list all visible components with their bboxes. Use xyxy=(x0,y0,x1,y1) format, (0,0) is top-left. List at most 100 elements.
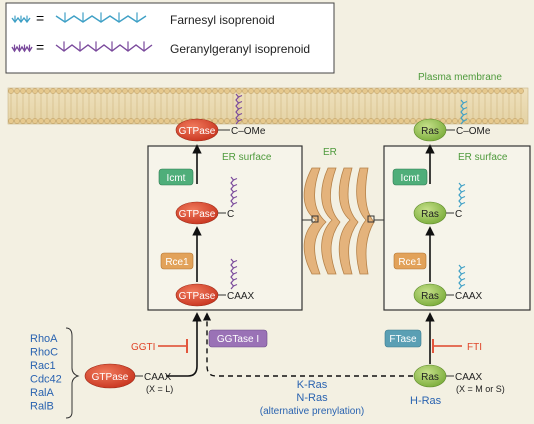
lipid-head xyxy=(278,118,284,124)
right-pathway: Ras C–OMe Icmt Ras C Rce1 Ras CAAX Ras C… xyxy=(384,99,505,407)
geranylgeranyl-chain-top-branch xyxy=(238,107,243,110)
lipid-head xyxy=(134,88,140,94)
farnesyl-chain-middle-branch xyxy=(461,184,466,187)
left-icmt-label: Icmt xyxy=(167,173,186,184)
geranylgeranyl-chain-top-branch xyxy=(238,113,243,116)
lipid-head xyxy=(26,118,32,124)
lipid-head xyxy=(392,118,398,124)
lipid-head xyxy=(392,88,398,94)
lipid-head xyxy=(122,88,128,94)
lipid-head xyxy=(368,118,374,124)
lipid-head xyxy=(404,118,410,124)
lipid-head xyxy=(110,88,116,94)
lipid-head xyxy=(422,88,428,94)
lipid-head xyxy=(260,118,266,124)
geranylgeranyl-chain-top-branch xyxy=(238,119,243,122)
lipid-head xyxy=(8,88,14,94)
ras-bottom-note: (X = M or S) xyxy=(456,384,505,394)
lipid-head xyxy=(134,118,140,124)
gtpase-bottom-note: (X = L) xyxy=(146,384,173,394)
lipid-head xyxy=(80,88,86,94)
geranylgeranyl-chain-top-branch xyxy=(238,95,243,98)
lipid-head xyxy=(470,88,476,94)
lipid-head xyxy=(476,118,482,124)
geranylgeranyl-chain-top-branch xyxy=(238,101,243,104)
lipid-head xyxy=(416,88,422,94)
lipid-head xyxy=(464,118,470,124)
lipid-head xyxy=(332,88,338,94)
lipid-head xyxy=(320,88,326,94)
gtpase-list-item: Rac1 xyxy=(30,360,56,372)
right-er-surface-label: ER surface xyxy=(458,152,508,163)
geranylgeranyl-chain-middle-branch xyxy=(233,202,238,205)
lipid-head xyxy=(350,88,356,94)
lipid-head xyxy=(518,88,524,94)
farnesyl-lower-icon xyxy=(458,264,466,290)
lipid-head xyxy=(386,118,392,124)
lipid-head xyxy=(398,118,404,124)
farnesyl-chain-lower-branch xyxy=(461,272,466,275)
plasma-membrane: Plasma membrane xyxy=(7,72,529,125)
farnesyl-chain-lower-branch xyxy=(461,266,466,269)
lipid-head xyxy=(224,88,230,94)
lipid-head xyxy=(122,118,128,124)
lipid-head xyxy=(320,118,326,124)
farnesyl-chain-top xyxy=(460,99,465,125)
hras-label: H-Ras xyxy=(410,395,442,407)
lipid-head xyxy=(248,118,254,124)
er-organelle: ER xyxy=(302,147,384,275)
lipid-head xyxy=(506,118,512,124)
lipid-head xyxy=(284,118,290,124)
lipid-head xyxy=(506,88,512,94)
ftase-badge xyxy=(384,329,422,348)
lipid-head xyxy=(380,88,386,94)
lipid-head xyxy=(488,88,494,94)
geranylgeranyl-chain-middle-branch xyxy=(233,184,238,187)
lipid-head xyxy=(356,88,362,94)
lipid-head xyxy=(290,118,296,124)
farnesyl-chain-lower-branch xyxy=(461,284,466,287)
lipid-head xyxy=(14,118,20,124)
lipid-head xyxy=(14,88,20,94)
ras-membrane-suffix: C–OMe xyxy=(456,126,491,137)
lipid-head xyxy=(128,88,134,94)
lipid-head xyxy=(254,88,260,94)
lipid-head xyxy=(254,118,260,124)
lipid-head xyxy=(518,118,524,124)
lipid-head xyxy=(86,88,92,94)
ras-bottom-suffix: CAAX xyxy=(455,372,483,383)
lipid-head xyxy=(284,88,290,94)
lipid-head xyxy=(230,88,236,94)
geranylgeranyl-chain-icon xyxy=(55,41,153,52)
lipid-head xyxy=(20,88,26,94)
lipid-head xyxy=(242,88,248,94)
gtpase-list-item: RhoC xyxy=(30,347,58,359)
lipid-head xyxy=(266,118,272,124)
left-icmt-badge xyxy=(158,168,194,186)
lipid-head xyxy=(176,88,182,94)
lipid-head xyxy=(266,88,272,94)
lipid-head xyxy=(452,118,458,124)
gtpase-membrane-label: GTPase xyxy=(179,126,216,137)
geranylgeranyl-chain-middle-branch xyxy=(233,178,238,181)
lipid-head xyxy=(302,118,308,124)
lipid-head xyxy=(512,118,518,124)
lipid-head xyxy=(464,88,470,94)
lipid-head xyxy=(242,118,248,124)
lipid-head xyxy=(56,88,62,94)
lipid-head xyxy=(50,88,56,94)
lipid-head xyxy=(74,118,80,124)
lipid-head xyxy=(44,118,50,124)
lipid-head xyxy=(272,118,278,124)
lipid-head xyxy=(296,118,302,124)
lipid-head xyxy=(308,88,314,94)
geranylgeranyl-chain-middle-branch xyxy=(233,190,238,193)
gtpase-list-item: Cdc42 xyxy=(30,374,62,386)
lipid-head xyxy=(470,118,476,124)
lipid-head xyxy=(500,118,506,124)
lipid-head xyxy=(434,88,440,94)
lipid-head xyxy=(338,118,344,124)
ras-membrane-label: Ras xyxy=(421,126,439,137)
geranylgeranyl-large-chain xyxy=(55,44,153,52)
lipid-head xyxy=(386,88,392,94)
